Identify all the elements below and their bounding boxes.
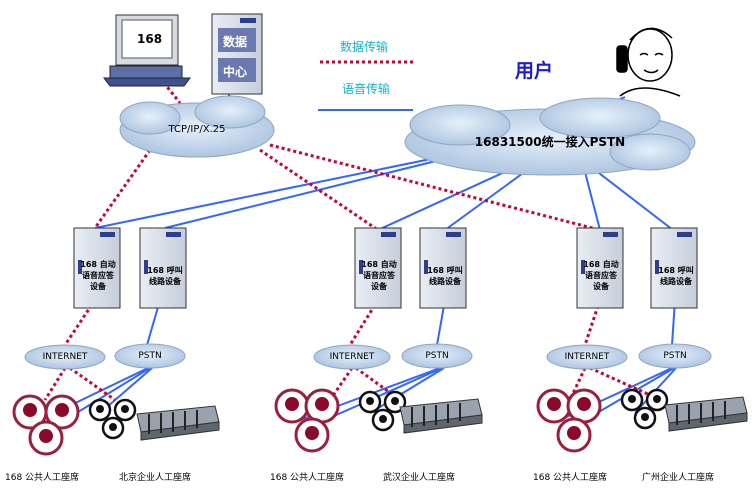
legend-data-label: 数据传输 — [340, 40, 389, 54]
user-label: 用户 — [515, 60, 554, 82]
site1-public-caption: 168 公共人工座席 — [5, 473, 80, 483]
auto-voice-server-label-2: 168 自动语音应答设备 — [361, 260, 397, 291]
monitor-label: 168 — [137, 32, 163, 46]
call-route-server-label-2: 168 呼叫线路设备 — [427, 266, 463, 286]
phone-user-icon — [616, 27, 681, 97]
site2-public-caption: 168 公共人工座席 — [270, 473, 345, 483]
call-route-server-label-3: 168 呼叫线路设备 — [658, 266, 694, 286]
site1-enterprise-caption: 北京企业人工座席 — [119, 473, 192, 483]
legend-voice-label: 语音传输 — [342, 82, 391, 96]
auto-voice-server-label-3: 168 自动语音应答设备 — [583, 260, 619, 291]
internet-cloud-label-2: INTERNET — [329, 352, 375, 362]
pstn-cloud-label-3: PSTN — [663, 351, 687, 361]
call-route-server-label-1: 168 呼叫线路设备 — [147, 266, 183, 286]
tcpip-cloud — [119, 95, 275, 158]
small-clouds — [24, 343, 712, 370]
datacenter-label-bottom: 中心 — [223, 65, 248, 79]
site3-enterprise-caption: 广州企业人工座席 — [642, 473, 715, 483]
pstn-main-cloud — [404, 97, 696, 176]
datacenter-server-icon — [211, 13, 263, 95]
enterprise-agent-heads — [96, 395, 661, 431]
computer-icon — [103, 14, 191, 87]
datacenter-label-top: 数据 — [223, 35, 248, 49]
public-agent-heads — [23, 397, 591, 443]
site3-public-caption: 168 公共人工座席 — [533, 473, 608, 483]
pstn-cloud-label-1: PSTN — [138, 351, 162, 361]
internet-cloud-label-3: INTERNET — [564, 352, 610, 362]
office-building-icons — [136, 396, 748, 441]
auto-voice-server-label-1: 168 自动语音应答设备 — [80, 260, 116, 291]
server-leds — [78, 232, 692, 274]
pstn-cloud-label-2: PSTN — [425, 351, 449, 361]
site2-enterprise-caption: 武汉企业人工座席 — [383, 473, 456, 483]
tcpip-cloud-label: TCP/IP/X.25 — [168, 124, 226, 135]
pstn-main-cloud-label: 16831500统一接入PSTN — [474, 135, 626, 149]
internet-cloud-label-1: INTERNET — [42, 352, 88, 362]
